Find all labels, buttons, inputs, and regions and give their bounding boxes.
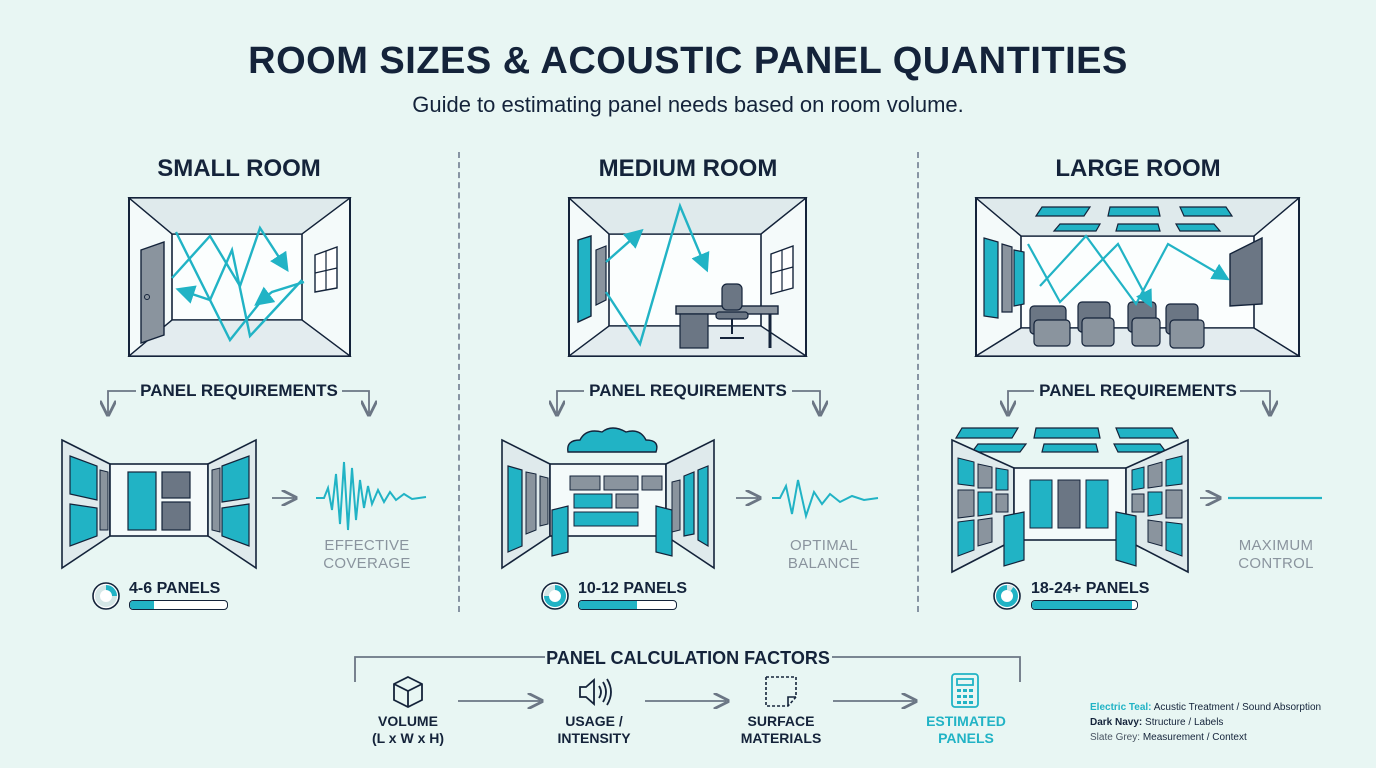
cloud-panel-icon [567,427,658,453]
small-panel-count: 4-6 PANELS [129,580,221,597]
room-title-small: SMALL ROOM [157,155,321,182]
medium-room-illustration [567,197,808,357]
large-room-illustration [973,197,1302,357]
room-title-large: LARGE ROOM [1055,155,1221,182]
legend-slate: Slate Grey: Measurement / Context [1090,732,1247,743]
count-donuts [92,582,1021,610]
column-divider-1 [458,152,460,612]
small-panel-layout [61,438,427,570]
room-title-medium: MEDIUM ROOM [598,155,778,182]
surface-icon [765,676,797,707]
desk-icon [675,283,779,349]
page-subtitle: Guide to estimating panel needs based on… [412,92,964,117]
window-icon [314,246,338,293]
factor-estimated-label: ESTIMATED PANELS [926,713,1006,746]
color-legend: Electric Teal: Acustic Treatment / Sound… [1090,700,1321,745]
seating-icon [1029,301,1205,349]
large-panel-layout [951,427,1322,574]
factors-bracket [354,656,1021,682]
legend-navy: Dark Navy: Structure / Labels [1090,717,1224,728]
medium-panel-bar [578,600,677,610]
window-icon [770,245,794,295]
small-panel-bar [129,600,228,610]
large-panel-requirements-label: PANEL REQUIREMENTS [1039,381,1237,400]
medium-effect-label: OPTIMAL BALANCE [787,537,861,572]
speaker-icon [579,678,612,706]
large-effect-label: MAXIMUM CONTROL [1238,537,1314,572]
factor-surface-label: SURFACE MATERIALS [740,713,822,746]
large-panel-count: 18-24+ PANELS [1031,580,1150,597]
column-divider-2 [917,152,919,612]
medium-panel-count: 10-12 PANELS [578,580,688,597]
page-title: ROOM SIZES & ACOUSTIC PANEL QUANTITIES [248,40,1128,82]
small-effect-label: EFFECTIVE COVERAGE [323,537,411,572]
door-icon [140,241,165,344]
small-room-illustration [127,197,352,357]
large-panel-bar [1031,600,1138,610]
medium-panel-layout [501,427,879,570]
cube-icon [393,675,423,709]
small-panel-requirements-label: PANEL REQUIREMENTS [140,381,338,400]
factor-usage-label: USAGE / INTENSITY [557,713,631,746]
legend-teal: Electric Teal: Acustic Treatment / Sound… [1090,702,1322,713]
calculator-icon [951,673,979,708]
medium-panel-requirements-label: PANEL REQUIREMENTS [589,381,787,400]
factors-title: PANEL CALCULATION FACTORS [546,648,830,668]
factor-volume-label: VOLUME (L x W x H) [371,713,445,746]
requirement-brackets [108,390,1270,413]
